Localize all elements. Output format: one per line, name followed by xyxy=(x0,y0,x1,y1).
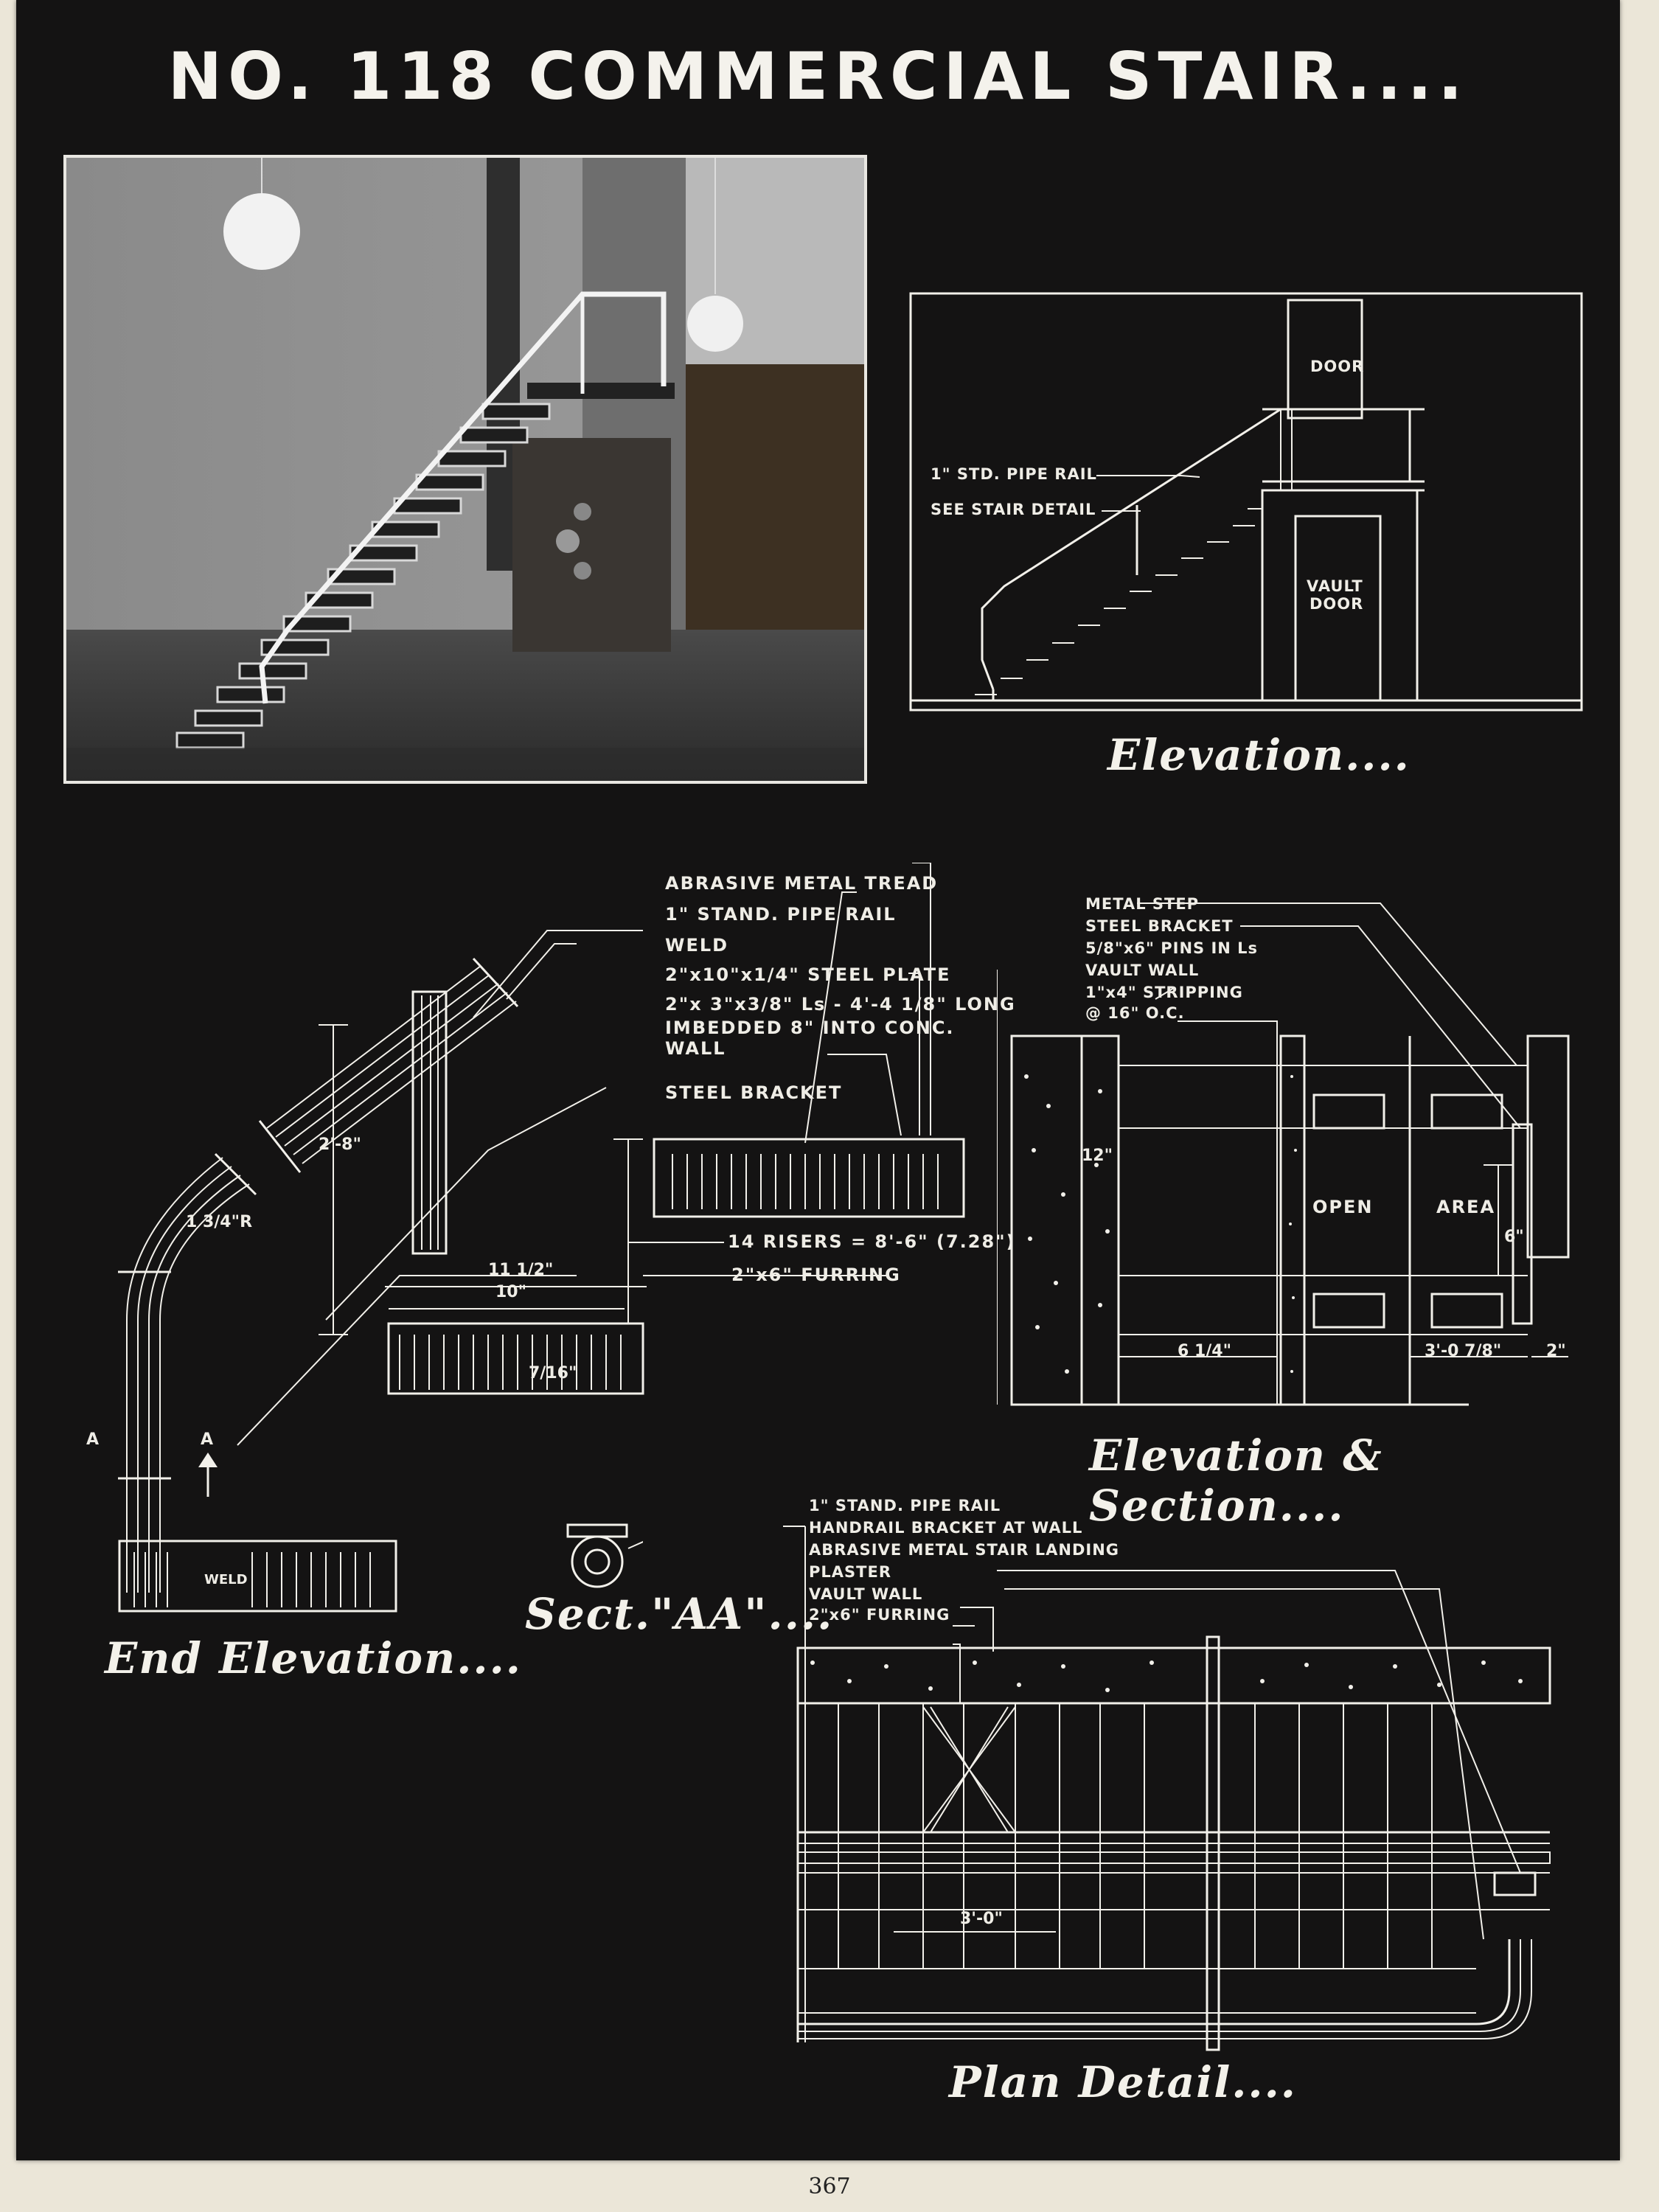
stripping-label: 1"x4" STRIPPING xyxy=(1085,984,1243,1001)
plan-detail-drawing: 1" STAND. PIPE RAIL HANDRAIL BRACKET AT … xyxy=(783,1497,1609,2065)
stair-photo-illustration xyxy=(66,158,864,781)
elevation-section-caption: Elevation & Section.... xyxy=(1089,1430,1383,1531)
section-aa-drawing xyxy=(562,1519,643,1600)
abrasive-tread-label: ABRASIVE METAL TREAD xyxy=(665,873,939,894)
pins-label: 5/8"x6" PINS IN Ls xyxy=(1085,939,1259,957)
wall-label: WALL xyxy=(665,1038,726,1059)
rail-height-dim: 2'-8" xyxy=(319,1135,361,1154)
furring-label: 2"x6" FURRING xyxy=(809,1606,950,1624)
section-aa-caption: Sect."AA".... xyxy=(525,1589,834,1639)
stair-landing-label: ABRASIVE METAL STAIR LANDING xyxy=(809,1541,1120,1559)
radius-dim: 1 3/4"R xyxy=(186,1213,253,1231)
dim-12: 12" xyxy=(1082,1147,1113,1165)
stair-detail-label: SEE STAIR DETAIL xyxy=(931,501,1096,518)
dim-6-1-4: 6 1/4" xyxy=(1178,1342,1232,1360)
spacing-label: @ 16" O.C. xyxy=(1085,1004,1185,1022)
end-elevation-drawing: 2'-8" 1 3/4"R 11 1/2" 10" 7/16" A A WELD… xyxy=(86,863,1015,1622)
area-label: AREA xyxy=(1436,1197,1496,1217)
pipe-rail-label: 1" STAND. PIPE RAIL xyxy=(665,904,897,925)
plaster-label: PLASTER xyxy=(809,1563,891,1581)
page-number: 367 xyxy=(808,2174,851,2199)
pipe-rail-label: 1" STAND. PIPE RAIL xyxy=(809,1497,1001,1514)
metal-step-label: METAL STEP xyxy=(1085,895,1200,913)
dim-3-0-7-8: 3'-0 7/8" xyxy=(1425,1342,1502,1360)
dim-3-0: 3'-0" xyxy=(960,1910,1003,1928)
end-elevation-caption: End Elevation.... xyxy=(105,1633,522,1683)
risers-label: 14 RISERS = 8'-6" (7.28") xyxy=(728,1231,1016,1252)
door-label: DOOR xyxy=(1310,358,1365,375)
handrail-bracket-label: HANDRAIL BRACKET AT WALL xyxy=(809,1519,1083,1537)
page-title: NO. 118 COMMERCIAL STAIR.... xyxy=(167,38,1469,114)
section-a-right: A xyxy=(201,1430,214,1449)
angles-label: 2"x 3"x3/8" Ls - 4'-4 1/8" LONG xyxy=(665,994,1016,1015)
open-label: OPEN xyxy=(1312,1197,1374,1217)
catalog-sheet: NO. 118 COMMERCIAL STAIR.... xyxy=(16,0,1620,2160)
dim-2: 2" xyxy=(1546,1342,1566,1360)
nosing-dim: 7/16" xyxy=(529,1364,577,1382)
steel-bracket-label: STEEL BRACKET xyxy=(665,1082,843,1103)
weld-label: WELD xyxy=(665,935,729,956)
dim-6: 6" xyxy=(1504,1228,1524,1246)
elevation-section-drawing: METAL STEP STEEL BRACKET 5/8"x6" PINS IN… xyxy=(997,885,1601,1430)
imbedded-label: IMBEDDED 8" INTO CONC. xyxy=(665,1018,955,1038)
weld-dim: WELD xyxy=(204,1572,248,1587)
vault-door-label-1: VAULT xyxy=(1307,577,1363,595)
vault-wall-label: VAULT WALL xyxy=(809,1585,923,1603)
elevation-drawing: DOOR VAULT DOOR 1" STD. PIPE RAIL SEE ST… xyxy=(908,291,1594,719)
elevation-caption: Elevation.... xyxy=(1107,730,1411,780)
steel-bracket-label: STEEL BRACKET xyxy=(1085,917,1234,935)
tread-11-dim: 11 1/2" xyxy=(488,1261,554,1279)
vault-door-label-2: DOOR xyxy=(1310,595,1364,613)
section-a-left: A xyxy=(86,1430,100,1449)
tread-10-dim: 10" xyxy=(495,1283,527,1301)
plan-detail-caption: Plan Detail.... xyxy=(949,2057,1297,2107)
stair-photograph xyxy=(63,155,867,784)
furring-label: 2"x6" FURRING xyxy=(731,1265,901,1285)
vault-wall-label: VAULT WALL xyxy=(1085,961,1200,979)
steel-plate-label: 2"x10"x1/4" STEEL PLATE xyxy=(665,964,951,985)
pipe-rail-label: 1" STD. PIPE RAIL xyxy=(931,465,1097,483)
